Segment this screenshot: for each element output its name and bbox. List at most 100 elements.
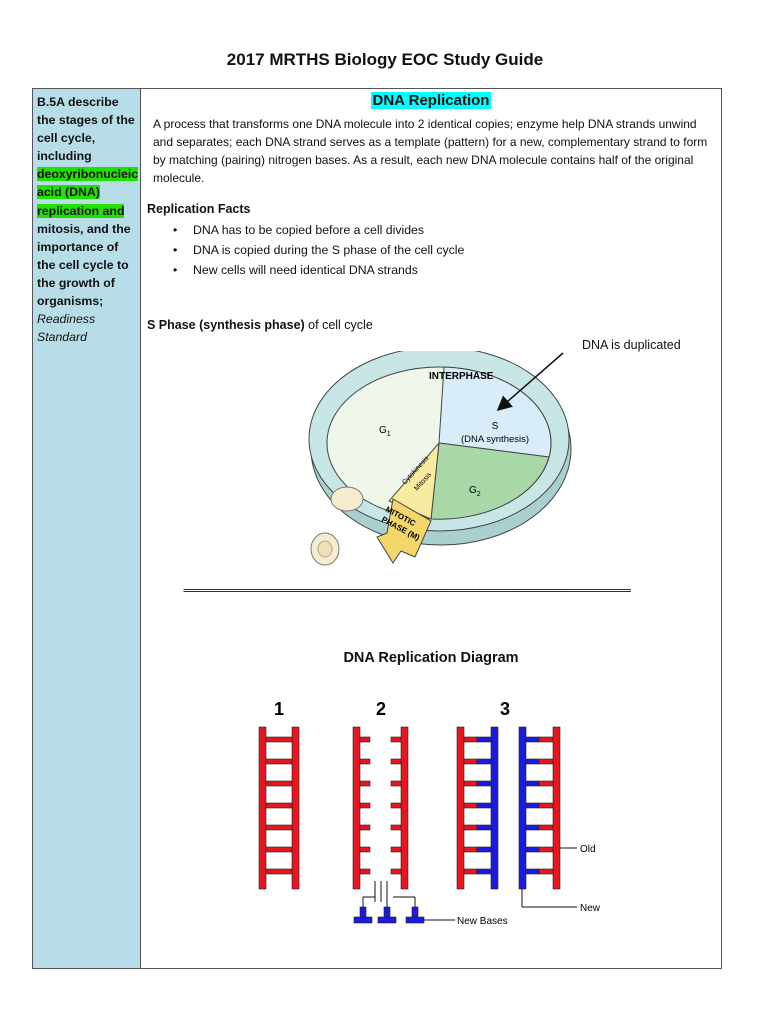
new-base [359, 906, 367, 918]
base-pair-old [265, 868, 293, 875]
cell-image [330, 486, 364, 512]
new-label: New [580, 903, 601, 914]
standard-code-text: B.5A describe the stages of the cell cyc… [37, 95, 135, 164]
dna-strand-old [400, 726, 409, 890]
sphase-caption: S Phase (synthesis phase) of cell cycle [147, 318, 373, 332]
g1-label: G1 [379, 425, 391, 438]
new-base [411, 906, 419, 918]
base-pair-old [265, 736, 293, 743]
base-half-new [525, 846, 540, 853]
base-half-old [390, 846, 402, 853]
base-half-new [476, 780, 492, 787]
base-pair-old [265, 780, 293, 787]
base-half-new [525, 758, 540, 765]
base-half-old [390, 736, 402, 743]
section-heading: DNA Replication [370, 92, 492, 109]
base-half-old [359, 758, 371, 765]
base-half-old [390, 824, 402, 831]
base-half-old [359, 824, 371, 831]
standard-highlight-text: deoxyribonucleic acid (DNA) replication … [37, 167, 139, 218]
base-half-old [463, 802, 478, 809]
new-base [405, 916, 425, 924]
base-half-new [476, 802, 492, 809]
s-sub-label: (DNA synthesis) [461, 434, 529, 445]
interphase-label: INTERPHASE [429, 371, 494, 382]
base-half-old [538, 846, 554, 853]
pointer-arrow [496, 352, 564, 411]
step-label: 1 [274, 699, 284, 719]
base-half-old [463, 824, 478, 831]
base-pair-old [265, 824, 293, 831]
base-half-old [538, 868, 554, 875]
dna-strand-old [291, 726, 300, 890]
dna-strand-new [518, 726, 527, 890]
base-pair-old [265, 758, 293, 765]
base-half-new [525, 802, 540, 809]
base-half-new [476, 868, 492, 875]
facts-list: DNA has to be copied before a cell divid… [173, 220, 464, 280]
base-half-old [463, 780, 478, 787]
base-half-new [525, 824, 540, 831]
dna-strand-old [552, 726, 561, 890]
base-half-new [476, 846, 492, 853]
base-half-old [463, 846, 478, 853]
base-half-old [463, 758, 478, 765]
base-half-old [538, 780, 554, 787]
base-half-old [538, 824, 554, 831]
diagram-title: DNA Replication Diagram [343, 650, 519, 666]
base-half-new [476, 824, 492, 831]
list-item: DNA is copied during the S phase of the … [173, 240, 464, 260]
base-half-old [538, 736, 554, 743]
standard-column: B.5A describe the stages of the cell cyc… [33, 89, 141, 968]
base-half-old [359, 802, 371, 809]
dna-strand-new [490, 726, 499, 890]
base-half-new [525, 868, 540, 875]
list-item: New cells will need identical DNA strand… [173, 260, 464, 280]
base-half-old [538, 758, 554, 765]
base-half-old [463, 868, 478, 875]
base-half-old [359, 780, 371, 787]
section-divider: ========================================… [183, 584, 631, 597]
base-half-old [390, 758, 402, 765]
base-half-old [390, 780, 402, 787]
cell-cycle-diagram: INTERPHASE G1 S (DNA synthesis) G2 Cytok… [308, 351, 572, 566]
old-label: Old [580, 844, 596, 855]
base-half-old [359, 868, 371, 875]
base-half-old [359, 846, 371, 853]
base-pair-old [265, 802, 293, 809]
dna-strand-old [258, 726, 267, 890]
new-base [353, 916, 373, 924]
new-bases-label: New Bases [457, 916, 508, 927]
content-column: DNA Replication A process that transform… [141, 89, 721, 968]
base-half-new [525, 736, 540, 743]
standard-rest-text: mitosis, and the importance of the cell … [37, 221, 131, 309]
facts-heading: Replication Facts [147, 202, 251, 216]
dna-strand-old [456, 726, 465, 890]
intro-paragraph: A process that transforms one DNA molecu… [153, 117, 708, 185]
g2-phase-slice [430, 442, 550, 520]
base-half-old [463, 736, 478, 743]
list-item: DNA has to be copied before a cell divid… [173, 220, 464, 240]
g2-label: G2 [469, 485, 481, 498]
step-label: 2 [376, 699, 386, 719]
study-guide-table: B.5A describe the stages of the cell cyc… [32, 88, 722, 969]
base-half-new [476, 736, 492, 743]
base-half-old [390, 868, 402, 875]
base-pair-old [265, 846, 293, 853]
mitotic-arrow [376, 498, 432, 564]
step-label: 3 [500, 699, 510, 719]
base-half-new [525, 780, 540, 787]
base-half-new [476, 758, 492, 765]
base-half-old [359, 736, 371, 743]
s-label: S [492, 421, 499, 432]
base-half-old [538, 802, 554, 809]
new-base [383, 906, 391, 918]
base-half-old [390, 802, 402, 809]
dna-duplicated-label: DNA is duplicated [582, 338, 681, 352]
new-base [377, 916, 397, 924]
page-title: 2017 MRTHS Biology EOC Study Guide [226, 50, 544, 69]
dna-strand-old [352, 726, 361, 890]
s-phase-slice [438, 366, 552, 458]
standard-type: Readiness Standard [37, 312, 96, 345]
